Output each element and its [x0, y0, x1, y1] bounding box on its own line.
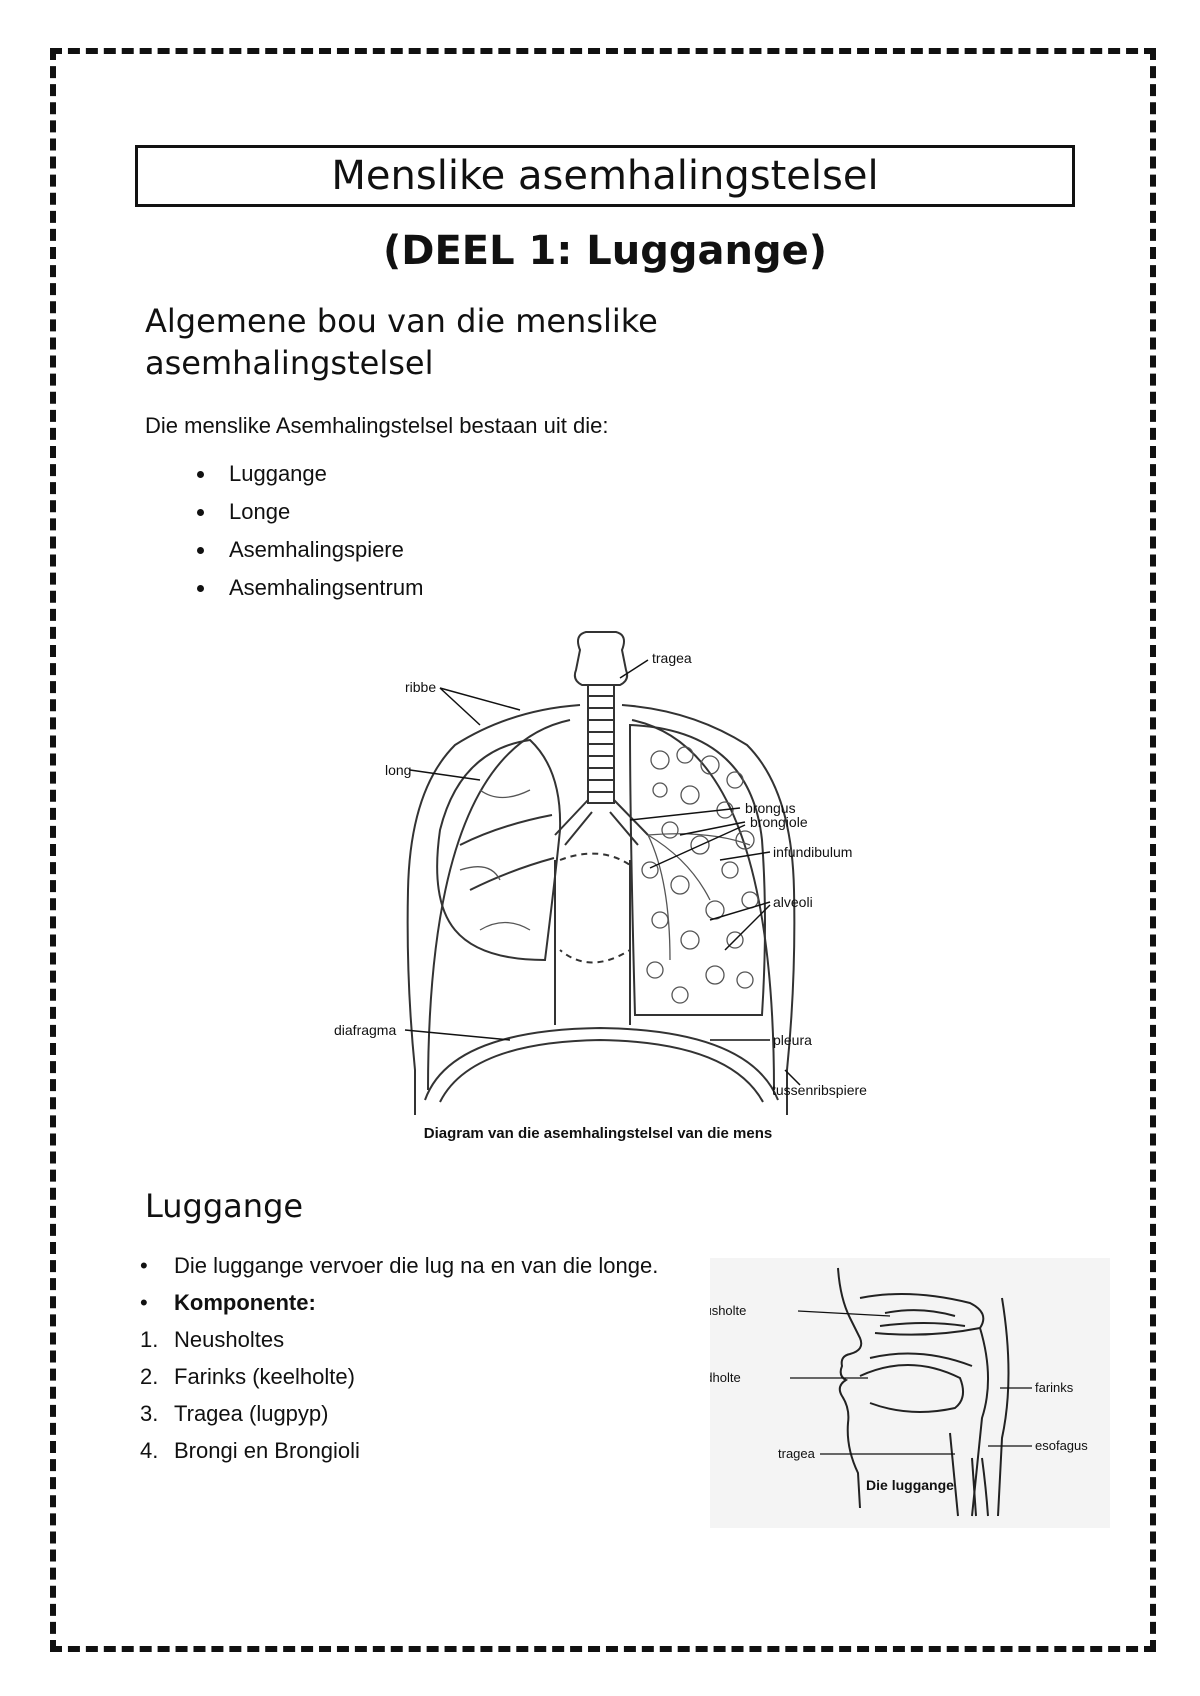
section-heading-general: Algemene bou van die menslike asemhaling…: [145, 302, 658, 382]
label-pleura: pleura: [773, 1032, 812, 1048]
airways-diagram: neusholte mondholte farinks tragea esofa…: [680, 1258, 1110, 1528]
label-tragea-2: tragea: [778, 1446, 816, 1461]
label-alveoli: alveoli: [773, 894, 813, 910]
label-ribbe: ribbe: [405, 679, 436, 695]
label-esofagus: esofagus: [1035, 1438, 1088, 1453]
list-item: Asemhalingspiere: [217, 531, 423, 569]
label-neusholte: neusholte: [710, 1303, 746, 1318]
list-item: • Die luggange vervoer die lug na en van…: [140, 1247, 700, 1284]
label-long: long: [385, 762, 411, 778]
bullet-icon: •: [140, 1290, 148, 1315]
airways-caption: Die luggange: [866, 1477, 954, 1493]
page-border: [50, 48, 1156, 1652]
list-item: • Komponente:: [140, 1284, 700, 1321]
list-item: Longe: [217, 493, 423, 531]
page-title-text: Menslike asemhalingstelsel: [331, 153, 879, 199]
label-tragea: tragea: [652, 650, 692, 666]
page-subtitle: (DEEL 1: Luggange): [382, 228, 828, 274]
list-item: 3. Tragea (lugpyp): [140, 1401, 329, 1426]
bullet-icon: •: [140, 1253, 148, 1278]
page-title: Menslike asemhalingstelsel: [135, 145, 1075, 207]
list-item: Asemhalingsentrum: [217, 569, 423, 607]
list-item: 1. Neusholtes: [140, 1327, 285, 1352]
label-brongus: brongus: [745, 800, 796, 816]
respiratory-system-illustration: tragea ribbe long brongus brongiole infu…: [334, 631, 867, 1142]
label-mondholte: mondholte: [710, 1370, 741, 1385]
respiratory-system-diagram: tragea ribbe long brongus brongiole infu…: [330, 630, 890, 1150]
airways-illustration: neusholte mondholte farinks tragea esofa…: [680, 1258, 1110, 1528]
list-item: Luggange: [217, 455, 423, 493]
label-diafragma: diafragma: [334, 1022, 396, 1038]
airways-list: • Die luggange vervoer die lug na en van…: [140, 1247, 700, 1469]
section-heading-airways: Luggange: [145, 1187, 304, 1225]
list-item: 4. Brongi en Brongioli: [140, 1438, 360, 1463]
intro-text: Die menslike Asemhalingstelsel bestaan u…: [145, 413, 609, 438]
label-brongiole: brongiole: [750, 814, 808, 830]
diagram-caption: Diagram van die asemhalingstelsel van di…: [424, 1125, 772, 1142]
parts-list: Luggange Longe Asemhalingspiere Asemhali…: [145, 455, 423, 607]
label-tussenribspiere: tussenribspiere: [772, 1082, 867, 1098]
list-item: 2. Farinks (keelholte): [140, 1364, 355, 1389]
label-farinks: farinks: [1035, 1380, 1074, 1395]
label-infundibulum: infundibulum: [773, 844, 852, 860]
